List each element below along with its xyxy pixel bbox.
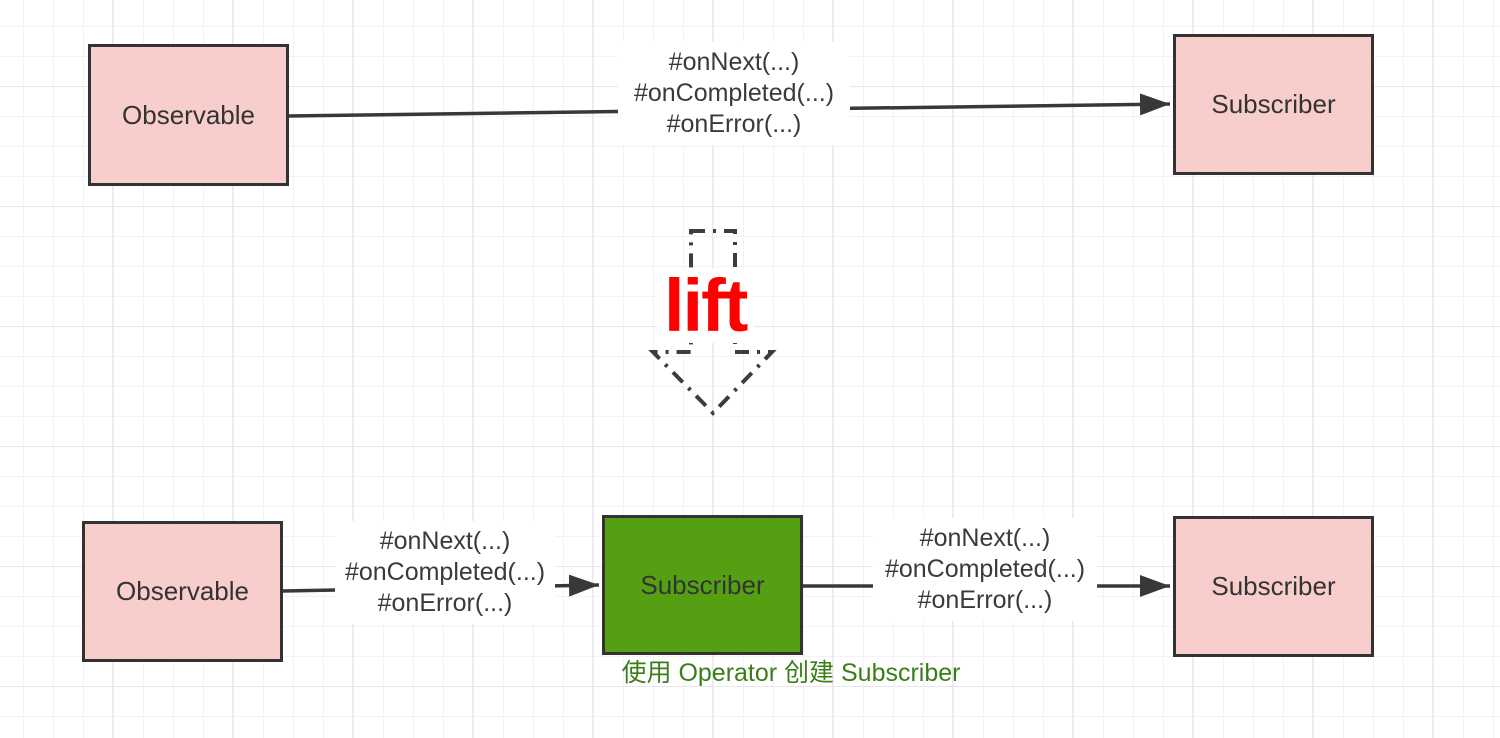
edge-label-line: #onError(...): [666, 110, 802, 138]
bottom-right-edge-label: #onNext(...) #onCompleted(...) #onError(…: [873, 518, 1097, 621]
node-bottom-subscriber: Subscriber: [1173, 516, 1374, 657]
edge-label-line: #onCompleted(...): [633, 79, 835, 107]
edge-label-line: #onNext(...): [379, 527, 511, 555]
node-label: Observable: [122, 99, 255, 130]
operator-caption: 使用 Operator 创建 Subscriber: [621, 659, 961, 687]
node-top-observable: Observable: [88, 44, 289, 186]
node-bottom-observable: Observable: [82, 521, 283, 662]
lift-arrow-outline: [648, 229, 777, 416]
node-top-subscriber: Subscriber: [1173, 34, 1374, 175]
edge-label-line: #onError(...): [377, 589, 513, 617]
node-label: Subscriber: [1211, 571, 1336, 601]
node-operator-subscriber: Subscriber: [602, 515, 803, 655]
edge-label-line: #onCompleted(...): [884, 555, 1086, 583]
node-label: Subscriber: [640, 569, 765, 600]
edge-label-line: #onNext(...): [919, 524, 1051, 552]
lift-label: lift: [656, 269, 755, 343]
edge-label-line: #onError(...): [917, 586, 1053, 614]
edge-label-line: #onCompleted(...): [344, 558, 546, 586]
top-edge-label: #onNext(...) #onCompleted(...) #onError(…: [618, 42, 850, 145]
edge-label-line: #onNext(...): [668, 48, 800, 76]
node-label: Observable: [116, 576, 249, 606]
bottom-left-edge-label: #onNext(...) #onCompleted(...) #onError(…: [335, 521, 555, 624]
node-label: Subscriber: [1211, 89, 1336, 119]
